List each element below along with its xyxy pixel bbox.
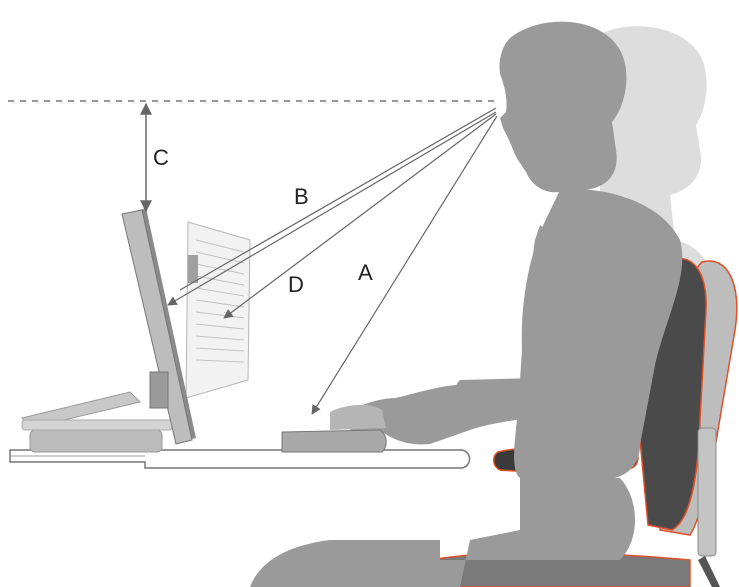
person-head bbox=[499, 22, 626, 193]
label-b: B bbox=[294, 184, 309, 209]
seated-person-silhouette bbox=[250, 22, 682, 587]
desk-top bbox=[10, 450, 470, 468]
desk bbox=[10, 450, 470, 468]
label-c: C bbox=[153, 145, 169, 170]
monitor-base-top bbox=[22, 420, 172, 430]
label-a: A bbox=[358, 260, 373, 285]
document-holder bbox=[186, 222, 250, 398]
person-lower-leg bbox=[250, 540, 440, 587]
chair-back-post bbox=[698, 428, 716, 556]
monitor-base bbox=[30, 430, 162, 452]
label-d: D bbox=[288, 272, 304, 297]
mouse-hand-area bbox=[330, 405, 386, 430]
monitor bbox=[122, 208, 196, 444]
sight-line-d bbox=[224, 114, 496, 318]
sight-line-top bbox=[180, 108, 496, 290]
document-paper bbox=[186, 222, 250, 398]
keyboard bbox=[282, 405, 386, 452]
monitor-screen bbox=[122, 210, 192, 444]
sight-line-b bbox=[168, 112, 496, 305]
keyboard-body bbox=[282, 430, 386, 452]
monitor-hinge bbox=[150, 372, 168, 408]
chair-post-arm bbox=[698, 556, 720, 587]
document-clip bbox=[188, 255, 198, 283]
